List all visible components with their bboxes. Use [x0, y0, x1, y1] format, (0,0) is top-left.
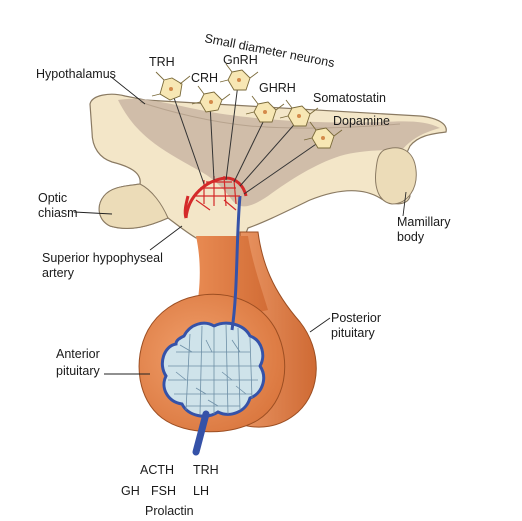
label-mamillary-line1: Mamillary	[397, 215, 451, 229]
label-crh: CRH	[191, 71, 218, 85]
label-posterior-line1: Posterior	[331, 311, 381, 325]
leader-lines	[73, 75, 407, 375]
label-ghrh: GHRH	[259, 81, 296, 95]
label-dopamine: Dopamine	[333, 114, 390, 128]
label-trh-bottom: TRH	[193, 463, 219, 477]
label-somatostatin: Somatostatin	[313, 91, 386, 105]
label-posterior-line2: pituitary	[331, 326, 376, 340]
label-superior-hypophyseal-line2: artery	[42, 266, 75, 280]
label-mamillary-line2: body	[397, 230, 425, 244]
label-anterior-line2: pituitary	[56, 364, 101, 378]
label-lh: LH	[193, 484, 209, 498]
label-fsh: FSH	[151, 484, 176, 498]
efferent-vein	[192, 410, 210, 456]
label-gh: GH	[121, 484, 140, 498]
label-gnrh: GnRH	[223, 53, 258, 67]
label-prolactin: Prolactin	[145, 504, 194, 518]
neuron-dopamine	[303, 121, 343, 149]
label-optic-chiasm-line1: Optic	[38, 191, 67, 205]
neuron-crh	[191, 85, 231, 113]
superior-hypophyseal-artery	[183, 195, 190, 219]
neurons	[151, 63, 343, 195]
neuron-trh	[151, 71, 191, 101]
neuron-somatostatin	[279, 99, 319, 127]
label-hypothalamus: Hypothalamus	[36, 67, 116, 81]
label-optic-chiasm-line2: chiasm	[38, 206, 78, 220]
neuron-gnrh	[219, 63, 259, 91]
blood-vessels	[183, 175, 248, 456]
label-acth: ACTH	[140, 463, 174, 477]
label-trh-top: TRH	[149, 55, 175, 69]
neuron-ghrh	[245, 95, 285, 123]
label-superior-hypophyseal-line1: Superior hypophyseal	[42, 251, 163, 265]
label-anterior-line1: Anterior	[56, 347, 100, 361]
brain-tissue	[89, 93, 447, 239]
